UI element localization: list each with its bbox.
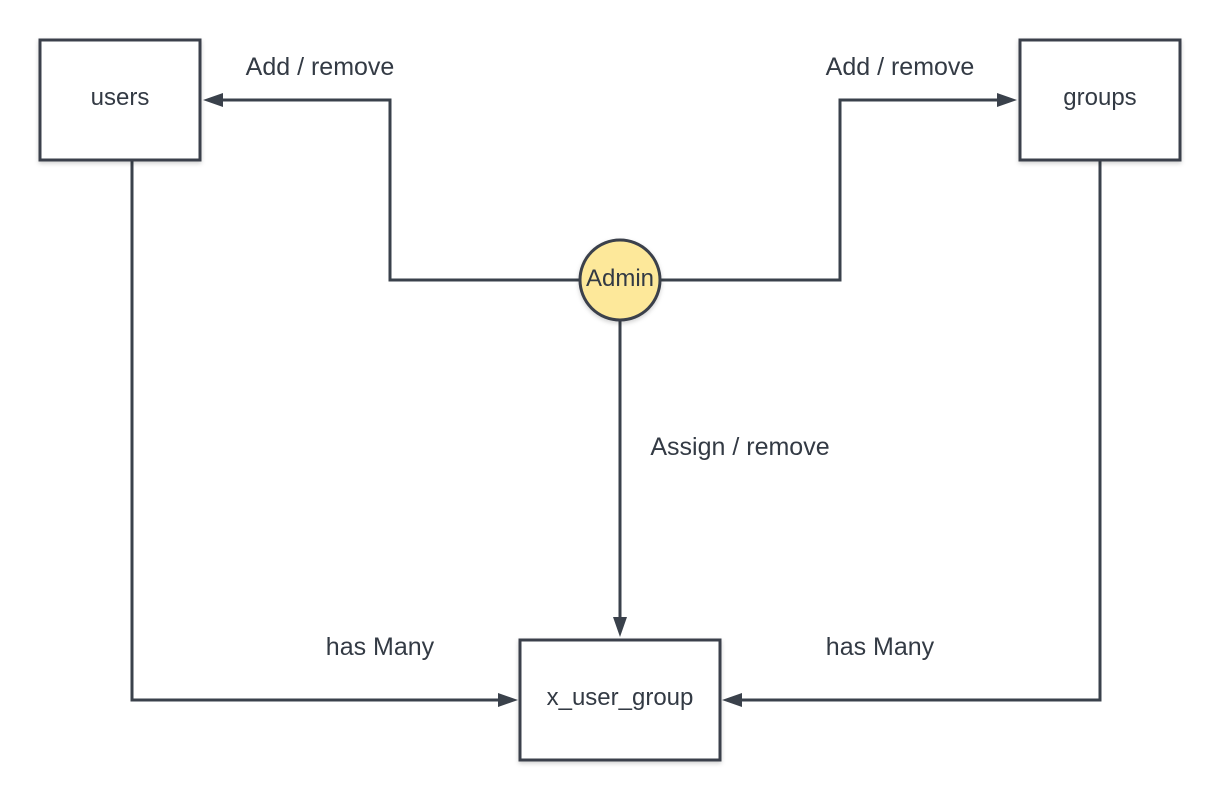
groups-label: groups (1063, 84, 1136, 111)
admin-circle (578, 238, 662, 322)
arrowhead-groups (997, 93, 1017, 107)
admin-node[interactable]: Admin (578, 238, 662, 322)
edge-label-users-to-x-user-group: has Many (326, 633, 435, 661)
connector-admin-to-users (218, 98, 580, 282)
connector-users-to-x-user-group (130, 160, 503, 702)
arrowhead-x-user-group-top (613, 617, 627, 637)
x-user-group-node[interactable]: x_user_group (518, 638, 722, 762)
edge-label-groups-to-x-user-group: has Many (826, 633, 935, 661)
admin-label: Admin (586, 265, 654, 292)
groups-node[interactable]: groups (1018, 38, 1182, 162)
connector-groups-to-x-user-group (738, 160, 1102, 702)
arrowhead-users (203, 93, 223, 107)
users-label: users (91, 84, 150, 111)
edge-label-admin-to-groups: Add / remove (826, 53, 975, 81)
arrowhead-x-user-group-left (498, 693, 518, 707)
connector-admin-to-groups (660, 98, 1002, 282)
users-node[interactable]: users (38, 38, 202, 162)
edge-label-admin-to-x-user-group: Assign / remove (650, 433, 829, 461)
arrowhead-x-user-group-right (722, 693, 742, 707)
x-user-group-label: x_user_group (547, 684, 694, 711)
edge-label-admin-to-users: Add / remove (246, 53, 395, 81)
